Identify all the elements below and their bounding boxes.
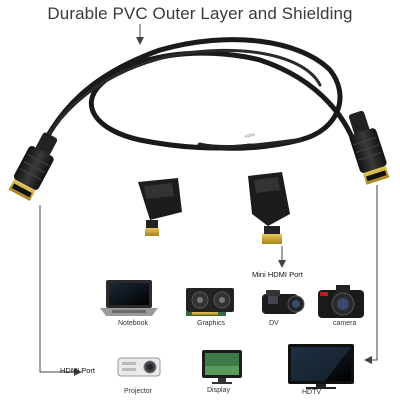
cable-coil <box>37 37 363 163</box>
display-label: Display <box>207 387 230 394</box>
graphics-label: Graphics <box>197 320 226 327</box>
page-heading: Durable PVC Outer Layer and Shielding <box>47 4 353 23</box>
mini-hdmi-port-label: Mini HDMI Port <box>252 270 303 279</box>
camera-icon <box>318 285 364 318</box>
display-monitor-icon <box>202 350 242 384</box>
micro-hdmi-adapter <box>138 178 182 236</box>
hdtv-label: HDTV <box>302 389 322 396</box>
camera-label: camera <box>333 320 357 327</box>
left-hdmi-plug <box>8 132 58 201</box>
hdmi-port-line <box>39 205 82 376</box>
mini-hdmi-adapter <box>248 172 290 244</box>
cable-print-text: HDMI <box>244 132 255 139</box>
hdtv-line <box>364 185 378 364</box>
notebook-icon <box>100 280 158 316</box>
hdtv-icon <box>288 344 354 389</box>
projector-label: Projector <box>124 388 153 395</box>
projector-icon <box>117 357 161 377</box>
dv-camcorder-icon <box>262 290 305 314</box>
dv-label: DV <box>269 320 279 327</box>
graphics-card-icon <box>186 288 234 316</box>
hdmi-port-label: HDMI Port <box>60 366 96 375</box>
right-hdmi-plug <box>348 110 390 185</box>
notebook-label: Notebook <box>118 320 148 327</box>
